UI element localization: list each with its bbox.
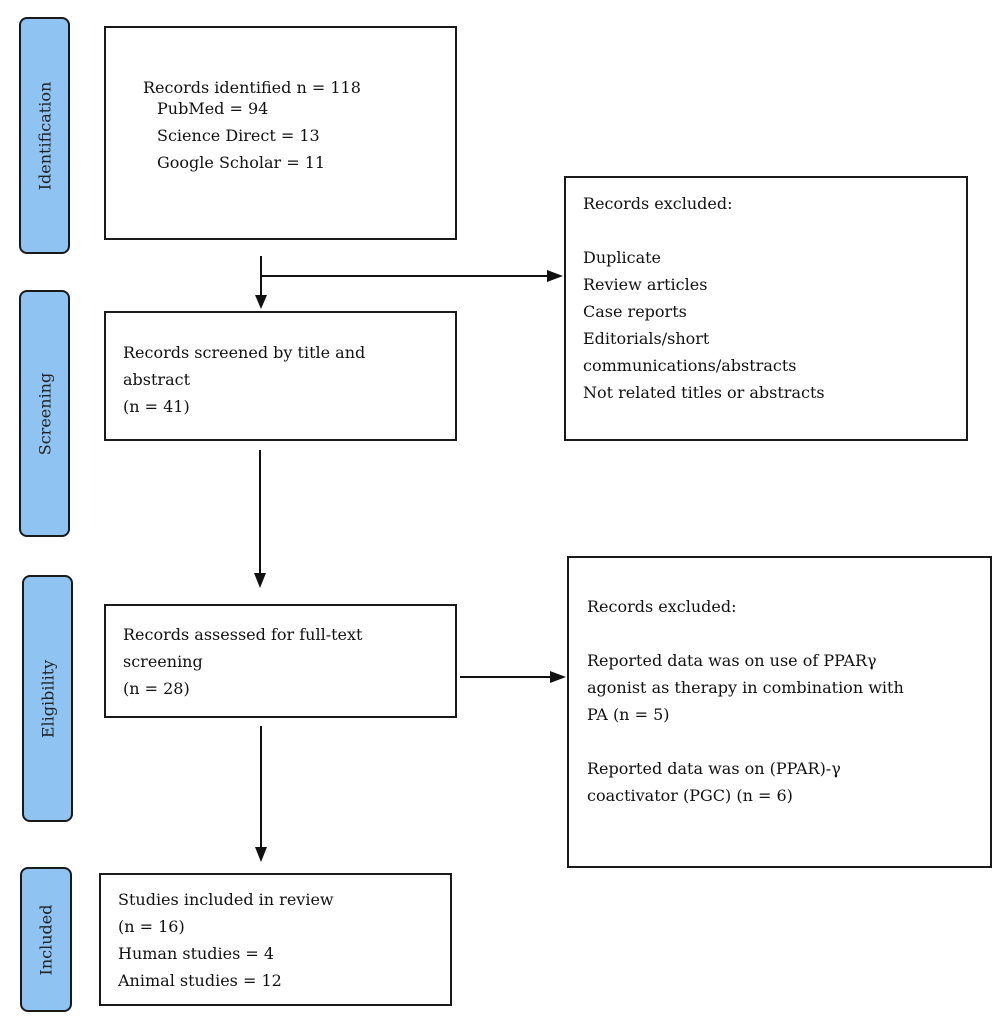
included-animal-studies: Animal studies = 12 (118, 971, 282, 990)
phase-identification: Identification (19, 17, 70, 254)
arrow-to-excluded-screening-head (547, 270, 563, 282)
excluded-item-editorials: Editorials/short (583, 329, 710, 348)
excluded-screening-box (564, 176, 968, 441)
screening-box (104, 311, 457, 441)
eligibility-line1: Records assessed for full-text (123, 625, 363, 644)
screening-count: (n = 41) (123, 397, 190, 416)
phase-screening: Screening (19, 290, 70, 537)
included-line1: Studies included in review (118, 890, 334, 909)
science-direct-count-text: Science Direct = 13 (157, 126, 320, 145)
arrow-screening-to-eligibility-head (254, 573, 266, 588)
excluded-reason1-line1: Reported data was on use of PPARγ (587, 651, 877, 670)
excluded-reason1-line3: PA (n = 5) (587, 705, 670, 724)
eligibility-line2: screening (123, 652, 203, 671)
arrow-eligibility-to-included-head (255, 847, 267, 862)
phase-eligibility: Eligibility (22, 575, 73, 822)
excluded-reason2-line2: coactivator (PGC) (n = 6) (587, 786, 793, 805)
included-human-studies: Human studies = 4 (118, 944, 275, 963)
excluded-screening-heading: Records excluded: (583, 194, 733, 213)
included-count: (n = 16) (118, 917, 185, 936)
identification-box (104, 26, 457, 240)
arrow-identification-to-screening-head (255, 295, 267, 309)
excluded-reason2-line1: Reported data was on (PPAR)-γ (587, 759, 841, 778)
pubmed-count-text: PubMed = 94 (157, 99, 269, 118)
excluded-item-communications: communications/abstracts (583, 356, 797, 375)
screening-line1: Records screened by title and (123, 343, 366, 362)
eligibility-count: (n = 28) (123, 679, 190, 698)
included-box (99, 873, 452, 1006)
excluded-item-case-reports: Case reports (583, 302, 687, 321)
excluded-item-not-related: Not related titles or abstracts (583, 383, 825, 402)
excluded-eligibility-box (567, 556, 992, 868)
screening-line2: abstract (123, 370, 190, 389)
eligibility-box (104, 604, 457, 718)
excluded-reason1-line2: agonist as therapy in combination with (587, 678, 904, 697)
excluded-item-duplicate: Duplicate (583, 248, 662, 267)
arrow-to-excluded-eligibility-head (550, 671, 566, 683)
phase-included: Included (20, 867, 72, 1012)
excluded-item-review-articles: Review articles (583, 275, 708, 294)
excluded-eligibility-heading: Records excluded: (587, 597, 737, 616)
records-identified-text: Records identified n = 118 (143, 78, 361, 97)
google-scholar-count-text: Google Scholar = 11 (157, 153, 326, 172)
